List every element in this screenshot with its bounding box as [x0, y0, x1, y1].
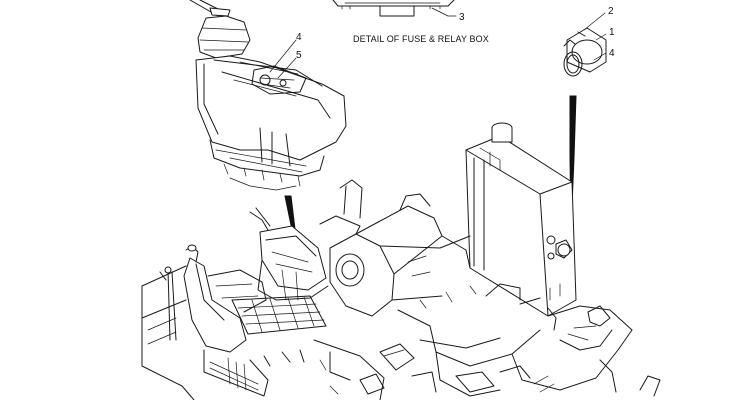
svg-text:3: 3: [459, 12, 465, 23]
operator-seat-frame: [159, 244, 327, 397]
callout-3: 3: [431, 7, 465, 23]
svg-text:5: 5: [296, 50, 302, 61]
svg-text:1: 1: [609, 27, 615, 38]
hood-housing: [465, 122, 577, 317]
fuse-box-caption: DETAIL OF FUSE & RELAY BOX: [353, 34, 489, 44]
console-enlargement: [189, 0, 347, 191]
svg-text:4: 4: [296, 32, 302, 43]
swing-bracket: [319, 179, 471, 317]
callout-4-upper: 4: [269, 32, 302, 73]
console-lower: [249, 207, 329, 301]
callout-4-right: 4: [593, 48, 615, 61]
svg-text:4: 4: [609, 48, 615, 59]
callout-2: 2: [583, 6, 614, 31]
relay-part-detail: [563, 27, 607, 77]
upper-frame: [141, 265, 661, 400]
fuse-relay-box-detail: [332, 0, 455, 17]
callout-1: 1: [595, 27, 615, 41]
callout-5: 5: [277, 50, 302, 79]
svg-text:2: 2: [608, 6, 614, 17]
